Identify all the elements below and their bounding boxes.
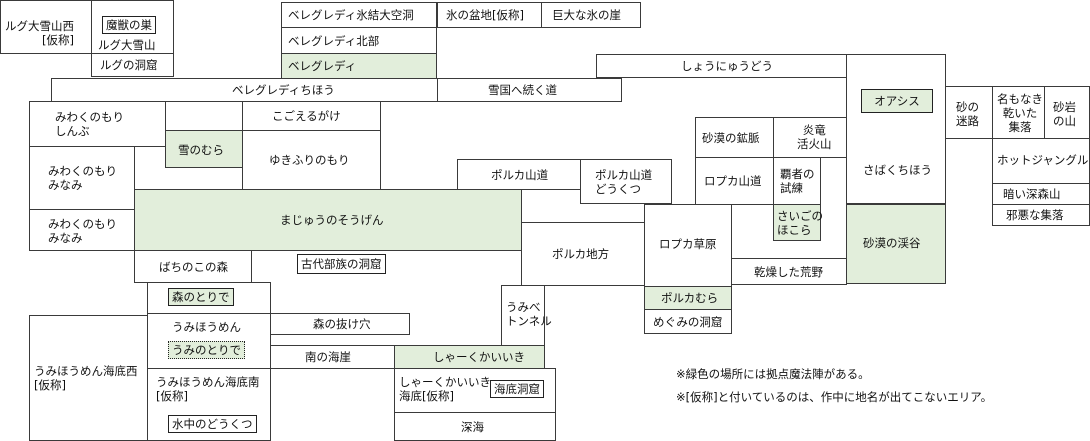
region-shark-floor: しゃーくかいいき 海底[仮称] 海底洞窟: [394, 368, 556, 413]
region-forest-edge-area: 森のとりで: [147, 282, 271, 314]
region-miwaku-south-2: みわくのもり みなみ: [29, 209, 135, 251]
region-volcano: 炎竜 活火山: [773, 117, 847, 158]
label-demon-nest: 魔獣の巣: [102, 16, 156, 34]
region-bachi-forest: ばちのこの森: [134, 250, 252, 283]
region-rug-mountain: 魔獣の巣 ルグ大雪山: [91, 0, 174, 54]
note-tentative: ※[仮称]と付いているのは、作中に地名が出てこないエリア。: [676, 390, 993, 404]
region-evil-village: 邪悪な集落: [992, 204, 1090, 226]
region-ropuka-road: ロプカ山道: [695, 157, 774, 205]
region-trial: 覇者の 試練: [773, 157, 821, 205]
note-green: ※緑色の場所には拠点魔法陣がある。: [676, 367, 870, 381]
region-deep-sea: 深海: [394, 412, 556, 441]
region-ice-basin: 氷の盆地[仮称]: [437, 2, 542, 28]
region-beleg: ベレグレディ: [281, 53, 437, 79]
region-porca-cave: ポルカ山道 どうくつ: [580, 159, 672, 204]
region-forest-hole: 森の抜け穴: [270, 313, 410, 335]
region-rug-cave: ルグの洞窟: [91, 53, 174, 77]
region-umihou-south: うみほうめん海底南 [仮称] 水中のどうくつ: [147, 368, 271, 441]
region-canyon: 砂漠の渓谷: [846, 204, 946, 284]
region-porca-region: ポルカ地方: [521, 222, 645, 286]
label-underwater-cave: 水中のどうくつ: [168, 415, 257, 433]
label-forest-edge: 森のとりで: [168, 288, 234, 306]
region-sand-rock: 砂岩 の山: [1044, 86, 1090, 139]
label-sea-fort: うみのとりで: [168, 341, 245, 359]
region-umihou-west: うみほうめん海底西 [仮称]: [29, 315, 148, 441]
region-megumi-cave: めぐみの洞窟: [644, 309, 732, 334]
region-grassland: まじゅうのそうげん: [134, 189, 522, 251]
region-desert: オアシス さばくちほう: [846, 54, 946, 204]
region-shark: しゃーくかいいき: [394, 345, 545, 369]
region-last-shrine: さいごの ほこら: [773, 204, 823, 241]
region-south-sea: 南の海崖: [270, 345, 395, 369]
region-rug-west: ルグ大雪山西 [仮称]: [0, 0, 92, 54]
region-ice-cliff: 巨大な氷の崖: [541, 2, 641, 28]
region-dark-forest: 暗い深森山: [992, 183, 1090, 205]
region-beleg-region: ベレグレディちほう: [51, 78, 438, 102]
region-miwaku-south-1: みわくのもり みなみ: [29, 146, 135, 210]
region-beleg-north: ベレグレディ北部: [281, 27, 437, 54]
label-seabed-cave: 海底洞窟: [490, 380, 544, 398]
region-barren: 乾燥した荒野: [731, 258, 847, 285]
region-snow-village: 雪のむら: [165, 130, 243, 168]
region-sand-maze: 砂の 迷路: [945, 86, 993, 139]
region-hot-jungle: ホットジャングル: [992, 138, 1090, 184]
region-dried-village: 名もなき 乾いた 集落: [992, 86, 1045, 139]
region-umibe-tunnel: うみべ トンネル: [501, 285, 552, 348]
region-beleg-ice-cave: ベレグレディ氷結大空洞: [281, 2, 437, 28]
region-umihou: うみほうめん うみのとりで: [147, 313, 271, 369]
region-porca-road: ポルカ山道: [457, 159, 581, 190]
region-ropuka-plain: ロプカ草原: [644, 204, 732, 287]
region-kogoeru: こごえるがけ: [242, 101, 381, 131]
region-snow-road: 雪国へ続く道: [437, 78, 622, 102]
region-porca-village: ポルカむら: [644, 286, 732, 310]
label-oasis: オアシス: [861, 89, 933, 113]
region-shounyuudou: しょうにゅうどう: [596, 54, 847, 78]
region-snowfall-forest: ゆきふりのもり: [242, 130, 381, 190]
region-ancient-cave: 古代部族の洞窟: [297, 254, 386, 274]
region-miwaku-depths: みわくのもり しんぶ: [29, 101, 166, 147]
region-desert-vein: 砂漠の鉱脈: [695, 117, 774, 158]
